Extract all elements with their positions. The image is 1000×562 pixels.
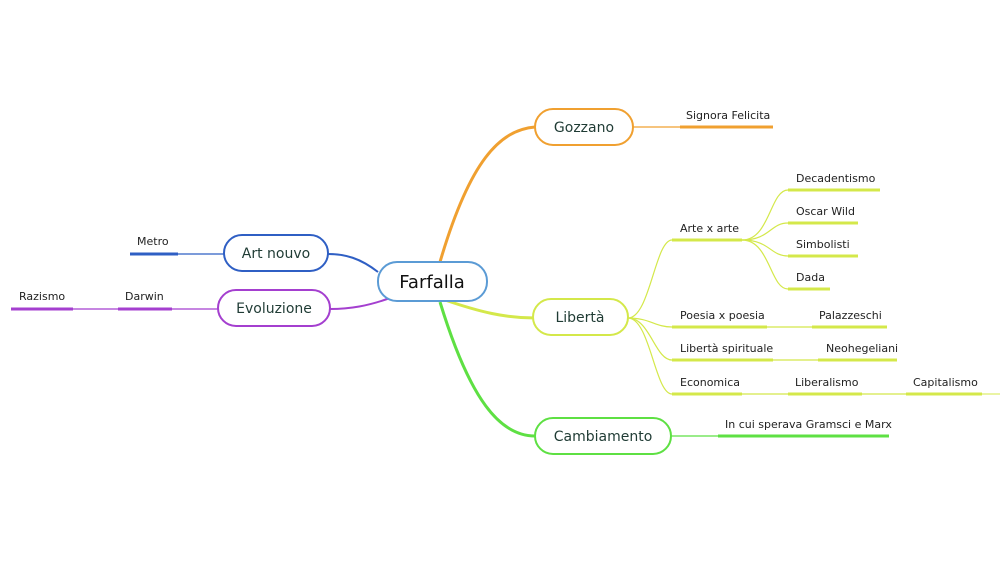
connector-arte-x-arte (627, 239, 673, 319)
connector-art-nouvo (327, 253, 379, 273)
topic-evoluzione-label: Evoluzione (236, 301, 312, 317)
leaf-arte-x-arte[interactable]: Arte x arte (680, 222, 739, 235)
connector-liberta (444, 298, 536, 320)
connector-economica (627, 317, 673, 395)
topic-liberta-label: Libertà (555, 310, 604, 326)
connector-gozzano (438, 125, 536, 263)
liberta-subtree (627, 188, 1000, 396)
leaf-liberta-spirituale[interactable]: Libertà spirituale (680, 342, 773, 355)
leaf-liberalismo[interactable]: Liberalismo (795, 376, 859, 389)
central-topic[interactable]: Farfalla (377, 261, 488, 302)
connector-dada (741, 239, 789, 290)
topic-gozzano-label: Gozzano (554, 120, 614, 136)
leaf-darwin[interactable]: Darwin (125, 290, 164, 303)
connector-evoluzione (329, 297, 391, 310)
leaf-dada[interactable]: Dada (796, 271, 825, 284)
topic-cambiamento[interactable]: Cambiamento (534, 417, 672, 455)
topic-art-nouvo-label: Art nouvo (242, 246, 310, 262)
topic-liberta[interactable]: Libertà (532, 298, 629, 336)
leaf-metro[interactable]: Metro (137, 235, 169, 248)
leaf-oscar-wild[interactable]: Oscar Wild (796, 205, 855, 218)
connector-cambiamento (438, 301, 536, 438)
central-topic-label: Farfalla (399, 272, 465, 293)
topic-gozzano[interactable]: Gozzano (534, 108, 634, 146)
topic-cambiamento-label: Cambiamento (554, 429, 653, 445)
leaf-decadentismo[interactable]: Decadentismo (796, 172, 876, 185)
leaf-poesia-x-poesia[interactable]: Poesia x poesia (680, 309, 765, 322)
leaf-gramsci-marx[interactable]: In cui sperava Gramsci e Marx (725, 418, 892, 431)
leaf-neohegeliani[interactable]: Neohegeliani (826, 342, 898, 355)
connector-decadentismo (741, 189, 789, 241)
topic-art-nouvo[interactable]: Art nouvo (223, 234, 329, 272)
leaf-economica[interactable]: Economica (680, 376, 740, 389)
leaf-razismo[interactable]: Razismo (19, 290, 65, 303)
topic-evoluzione[interactable]: Evoluzione (217, 289, 331, 327)
connector-oscar-wild (741, 222, 789, 241)
leaf-palazzeschi[interactable]: Palazzeschi (819, 309, 882, 322)
leaf-capitalismo[interactable]: Capitalismo (913, 376, 978, 389)
connector-simbolisti (741, 239, 789, 257)
leaf-signora-felicita[interactable]: Signora Felicita (686, 109, 770, 122)
connector-liberta-spirituale (627, 317, 673, 361)
leaf-simbolisti[interactable]: Simbolisti (796, 238, 850, 251)
